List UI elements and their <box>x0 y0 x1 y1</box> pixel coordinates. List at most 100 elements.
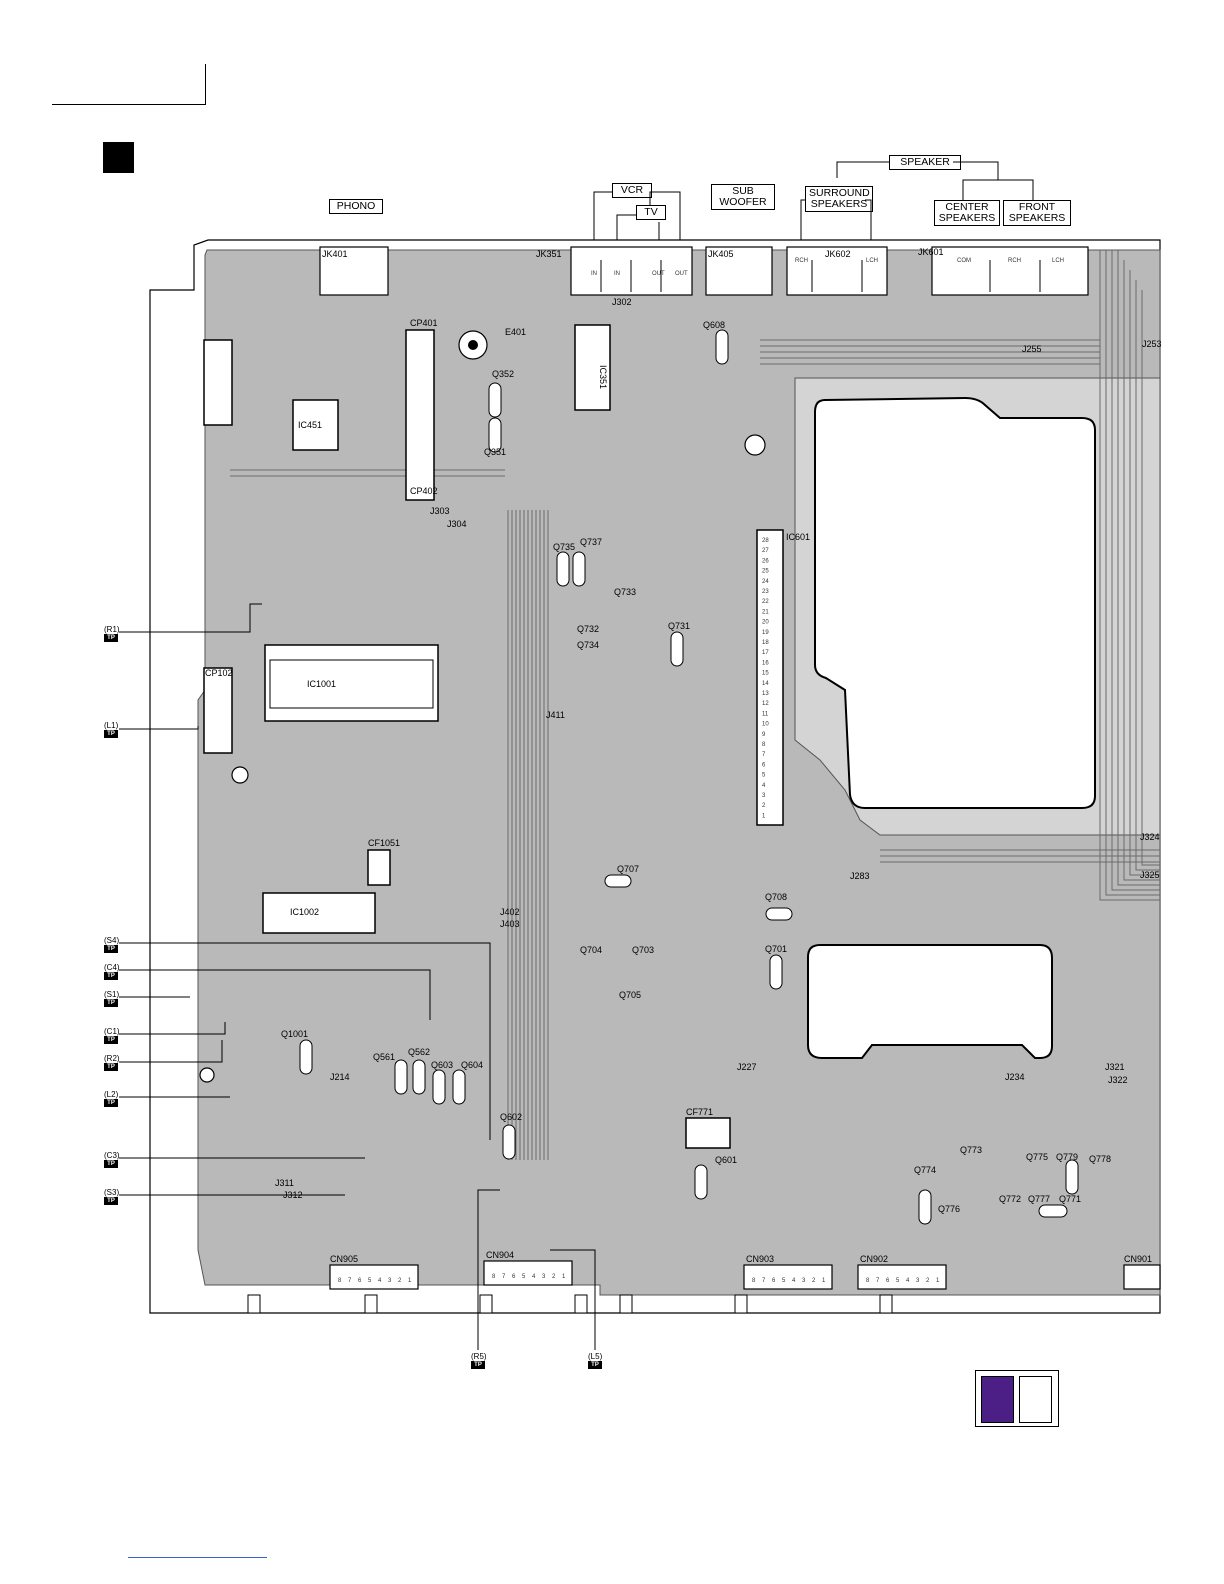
tp-tag: TP <box>471 1361 485 1369</box>
connector-pin-number: 3 <box>388 1278 392 1284</box>
tp-name: (S1) <box>104 990 120 999</box>
j214-label: J214 <box>330 1072 350 1082</box>
q775-label: Q775 <box>1026 1152 1048 1162</box>
cn902-label: CN902 <box>860 1254 888 1264</box>
connector-pin-number: 4 <box>906 1278 910 1284</box>
cf771-label: CF771 <box>686 1107 713 1117</box>
ic451-label: IC451 <box>298 420 322 430</box>
trace-bundle-right <box>880 250 1160 901</box>
connector-pin-number: 6 <box>512 1274 516 1280</box>
q732-label: Q732 <box>577 624 599 634</box>
board-edge-notches <box>247 1294 893 1314</box>
ic601-pin-number: 22 <box>762 599 769 605</box>
j253-label: J253 <box>1142 339 1162 349</box>
surround-rch-pin: RCH <box>795 258 808 264</box>
ic351-label: IC351 <box>598 365 608 389</box>
q561-label: Q561 <box>373 1052 395 1062</box>
center-com-pin: COM <box>957 258 971 264</box>
vcr-in-pin-1: IN <box>591 271 597 277</box>
q352-label: Q352 <box>492 369 514 379</box>
ic601-pin-number: 25 <box>762 569 769 575</box>
tp-name: (R1) <box>104 625 120 634</box>
tp-name: (C4) <box>104 963 120 972</box>
q777-label: Q777 <box>1028 1194 1050 1204</box>
jk405-label: JK405 <box>708 249 734 259</box>
ic601-pin-number: 2 <box>762 803 766 809</box>
heatsink-cutout <box>814 396 1096 809</box>
lower-cutout <box>807 944 1053 1059</box>
connector-pin-number: 7 <box>762 1278 766 1284</box>
speaker-label: SPEAKER <box>889 155 961 170</box>
surround-line1: SURROUND <box>809 187 870 199</box>
cp102-label: CP102 <box>205 668 233 678</box>
j312-label: J312 <box>283 1190 303 1200</box>
ic601-pin-number: 24 <box>762 579 769 585</box>
tp-name: (L5) <box>588 1352 603 1361</box>
q562-label: Q562 <box>408 1047 430 1057</box>
connector-pin-number: 1 <box>562 1274 566 1280</box>
j283-label: J283 <box>850 871 870 881</box>
tv-out-pin-1: OUT <box>652 271 665 277</box>
test-point-l5: (L5) TP <box>588 1352 612 1369</box>
q608-label: Q608 <box>703 320 725 330</box>
ic601-pin-number: 1 <box>762 813 766 819</box>
cf1051-label: CF1051 <box>368 838 400 848</box>
q735-label: Q735 <box>553 542 575 552</box>
j311-label: J311 <box>275 1178 294 1188</box>
connector-pin-number: 5 <box>522 1274 526 1280</box>
cp401-label: CP401 <box>410 318 438 328</box>
jk351-label: JK351 <box>536 249 562 259</box>
board-side-key <box>975 1370 1059 1427</box>
ic601-pin-number: 10 <box>762 722 769 728</box>
tp-name: (C1) <box>104 1027 120 1036</box>
connector-pin-number: 2 <box>398 1278 402 1284</box>
j322-label: J322 <box>1108 1075 1128 1085</box>
phono-label: PHONO <box>329 199 383 214</box>
connector-pin-number: 3 <box>916 1278 920 1284</box>
vcr-in-pin-2: IN <box>614 271 620 277</box>
connector-pin-number: 2 <box>926 1278 930 1284</box>
front-line2: SPEAKERS <box>1008 212 1066 224</box>
connector-pin-number: 5 <box>368 1278 372 1284</box>
connector-pin-number: 7 <box>502 1274 506 1280</box>
header-rule-vertical <box>205 64 206 105</box>
tp-tag: TP <box>104 972 118 980</box>
q771-label: Q771 <box>1059 1194 1081 1204</box>
jk601-label: JK601 <box>918 247 944 257</box>
ic601-pin-number: 6 <box>762 762 766 768</box>
q707-label: Q707 <box>617 864 639 874</box>
tp-name: (R2) <box>104 1054 120 1063</box>
tp-name: (L2) <box>104 1090 119 1099</box>
q772-label: Q772 <box>999 1194 1021 1204</box>
ic601-pin-number: 17 <box>762 650 769 656</box>
ic601-pin-number: 13 <box>762 691 769 697</box>
test-point-s3: (S3) TP <box>104 1188 128 1205</box>
key-swatch-inactive <box>1019 1376 1052 1423</box>
connector-pin-number: 3 <box>802 1278 806 1284</box>
q708-label: Q708 <box>765 892 787 902</box>
ic601-pin-number: 28 <box>762 538 769 544</box>
tp-tag: TP <box>104 634 118 642</box>
tp-name: (S3) <box>104 1188 120 1197</box>
connector-pin-number: 2 <box>552 1274 556 1280</box>
cn905-label: CN905 <box>330 1254 358 1264</box>
connector-pin-number: 1 <box>936 1278 940 1284</box>
tp-tag: TP <box>104 1160 118 1168</box>
q701-label: Q701 <box>765 944 787 954</box>
test-point-s4: (S4) TP <box>104 936 128 953</box>
q776-label: Q776 <box>938 1204 960 1214</box>
q734-label: Q734 <box>577 640 599 650</box>
e401-label: E401 <box>505 327 526 337</box>
ic601-pin-number: 20 <box>762 620 769 626</box>
ic1001-inner <box>269 659 434 709</box>
test-point-l1: (L1) TP <box>104 721 128 738</box>
test-point-s1: (S1) TP <box>104 990 128 1007</box>
vcr-label: VCR <box>612 183 652 198</box>
connector-pin-number: 4 <box>792 1278 796 1284</box>
jacks-top <box>319 246 1089 296</box>
connector-pin-number: 6 <box>886 1278 890 1284</box>
q601-label: Q601 <box>715 1155 737 1165</box>
test-point-r5: (R5) TP <box>471 1352 495 1369</box>
transistor-footprints <box>299 329 1079 1225</box>
